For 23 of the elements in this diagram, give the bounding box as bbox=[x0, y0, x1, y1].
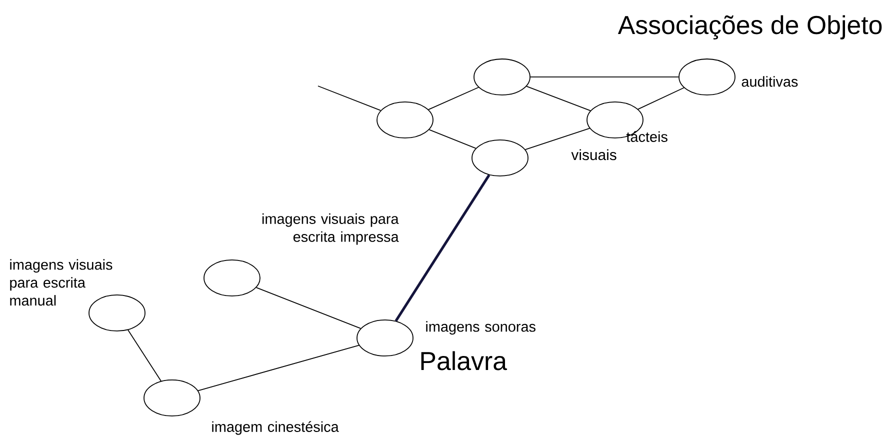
connector-line bbox=[318, 86, 382, 111]
connector-line bbox=[428, 86, 479, 110]
ellipse bbox=[376, 102, 434, 138]
node-caption: imagem cinestésica bbox=[212, 421, 339, 435]
connector-line bbox=[524, 128, 590, 150]
group-title: Associações de Objeto bbox=[618, 15, 882, 40]
ellipse bbox=[472, 140, 528, 176]
node-caption: imagens visuais para escrita impressa bbox=[262, 213, 399, 245]
connector-line bbox=[638, 87, 684, 110]
group-title: Palavra bbox=[421, 351, 508, 370]
connector-line bbox=[428, 129, 476, 149]
text-label: visuais bbox=[571, 149, 616, 160]
node-caption: auditivas bbox=[742, 76, 798, 87]
connector-line bbox=[530, 76, 679, 78]
node-caption: imagens sonoras bbox=[426, 321, 536, 335]
node-caption: imagens visuais para escrita manual bbox=[10, 259, 112, 306]
ellipse bbox=[474, 58, 530, 96]
connector-line bbox=[198, 344, 360, 392]
connector-line bbox=[394, 174, 490, 322]
node-caption: tácteis bbox=[626, 131, 668, 142]
connector-line bbox=[128, 330, 162, 382]
connector-line bbox=[256, 287, 362, 329]
connector-line bbox=[526, 86, 591, 112]
